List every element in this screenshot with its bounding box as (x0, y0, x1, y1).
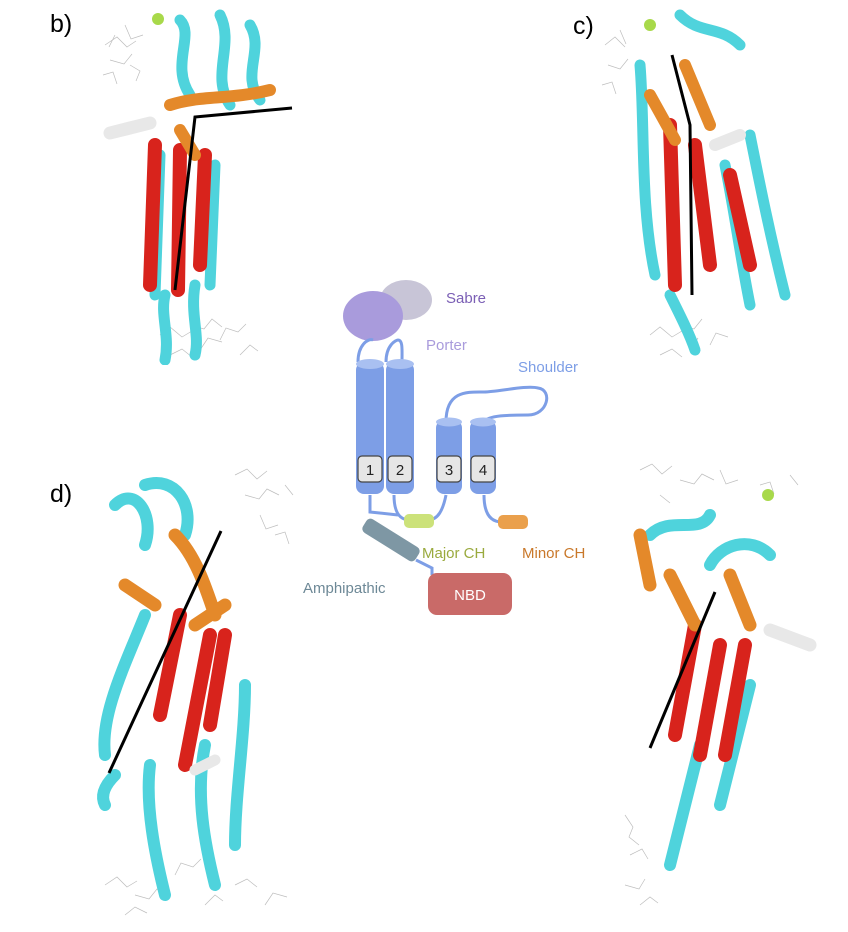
minor-ch-helix (498, 515, 528, 529)
lipid-lines-top (234, 468, 294, 545)
white-helix (709, 129, 746, 151)
sabre-label: Sabre (446, 290, 486, 307)
ligand-sphere (762, 489, 774, 501)
orange-helices (633, 528, 757, 632)
shoulder-label: Shoulder (518, 359, 578, 376)
axis-line-c (670, 54, 694, 296)
helix-number-1: 1 (366, 462, 374, 479)
axis-line-e (648, 591, 717, 749)
panel-label-c: c) (573, 12, 594, 40)
orange-helices (644, 59, 716, 146)
structure-panel-e (620, 455, 820, 925)
helix-number-2: 2 (396, 462, 404, 479)
lipid-lines-bottom (624, 814, 659, 906)
schematic-panel-a: Sabre Porter Shoulder (298, 270, 618, 630)
ligand-sphere (644, 19, 656, 31)
major-ch-label: Major CH (422, 545, 485, 562)
orange-helices (118, 528, 232, 632)
panel-label-d: d) (50, 480, 73, 508)
lipid-lines-bottom (104, 858, 288, 916)
structure-panel-d (85, 465, 310, 925)
structure-panel-b (100, 5, 300, 365)
white-helix (189, 754, 221, 776)
amphipathic-label: Amphipathic (303, 580, 386, 597)
lipid-lines-bottom (159, 318, 259, 358)
minor-ch-label: Minor CH (522, 545, 585, 562)
porter-domain (343, 291, 403, 341)
amphipathic-helix (362, 518, 420, 562)
nbd-label: NBD (454, 587, 486, 604)
helix-number-3: 3 (445, 462, 453, 479)
nbd-domain (428, 573, 512, 615)
cyan-helices (97, 477, 251, 901)
axis-line-b (173, 106, 293, 291)
red-helices (663, 118, 757, 292)
panel-label-b: b) (50, 10, 73, 38)
red-helices (668, 618, 752, 762)
lipid-lines-top (601, 29, 629, 95)
major-ch-helix (404, 514, 434, 528)
white-helix (103, 116, 157, 140)
lipid-lines-bottom (649, 318, 729, 358)
lipid-lines-top (639, 463, 799, 504)
structure-panel-c (600, 5, 810, 365)
axis-line-d (107, 530, 223, 774)
lipid-lines-top (102, 24, 144, 85)
porter-label: Porter (426, 337, 467, 354)
red-helices (153, 608, 232, 772)
cyan-helices (634, 9, 791, 356)
helix-number-4: 4 (479, 462, 487, 479)
ligand-sphere (152, 13, 164, 25)
helix-number-boxes (357, 455, 496, 483)
white-helix (763, 623, 817, 652)
